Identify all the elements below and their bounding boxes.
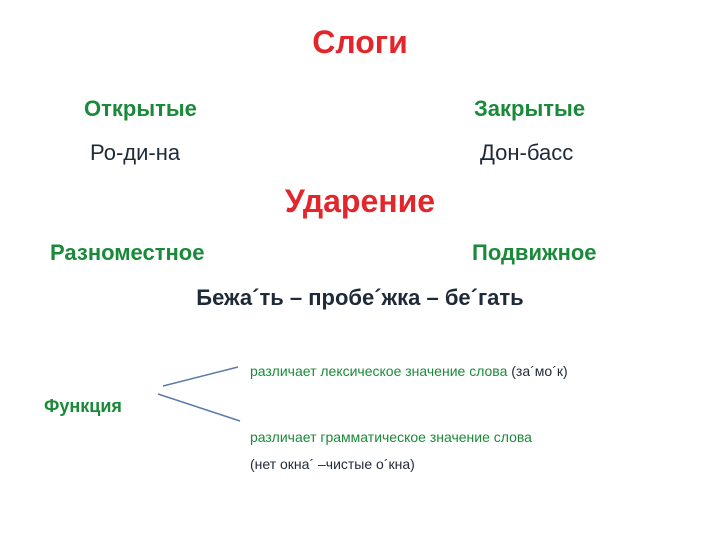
open-syllables-example: Ро-ди-на (90, 140, 181, 165)
closed-syllables-example: Дон-басс (480, 140, 574, 165)
function-item-lexical-text: различает лексическое значение слова (250, 363, 508, 379)
function-item-grammatical-text: различает грамматическое значение слова (250, 429, 532, 445)
stress-right-label: Подвижное (472, 240, 597, 265)
connector-line-lower (157, 393, 241, 422)
connector-line-upper (162, 366, 239, 387)
stress-example: Бежа´ть – пробе´жка – бе´гать (196, 285, 524, 310)
open-syllables-label: Открытые (84, 96, 197, 121)
function-label: Функция (44, 396, 122, 416)
function-item-grammatical-example: (нет окна´ –чистые о´кна) (250, 456, 415, 472)
stress-left-label: Разноместное (50, 240, 205, 265)
function-item-lexical-example: (за´мо´к) (511, 363, 568, 379)
function-item-lexical: различает лексическое значение слова (за… (250, 363, 568, 379)
closed-syllables-label: Закрытые (474, 96, 586, 121)
stress-title: Ударение (284, 183, 436, 219)
page-title: Слоги (312, 24, 408, 60)
